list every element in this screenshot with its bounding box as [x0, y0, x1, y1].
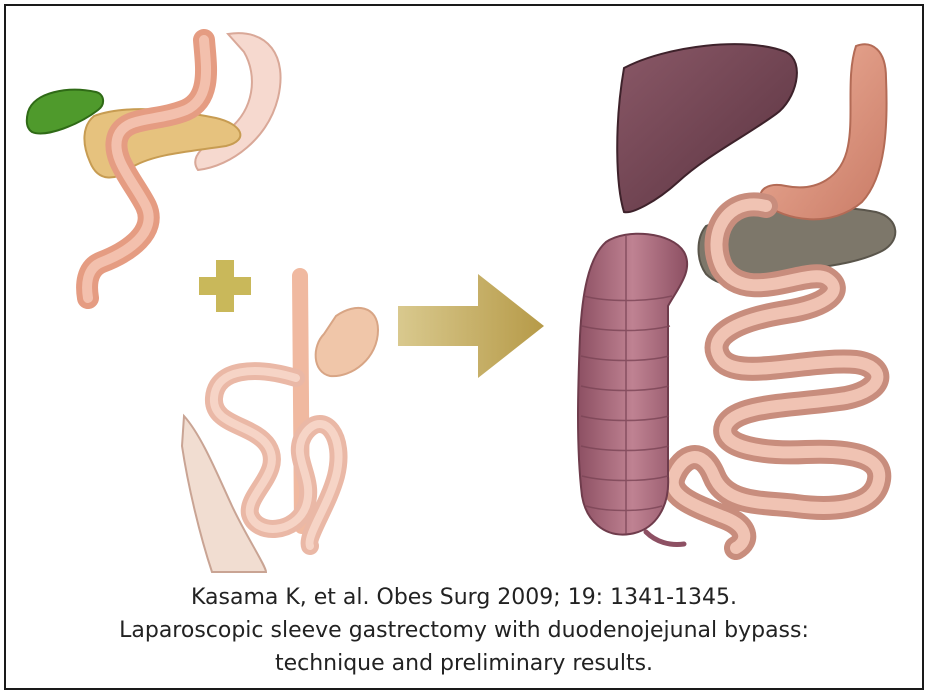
right-arrow-icon	[398, 274, 544, 378]
plus-icon	[199, 260, 251, 312]
title-line-2: technique and preliminary results.	[6, 647, 922, 680]
title-line-1: Laparoscopic sleeve gastrectomy with duo…	[6, 614, 922, 647]
appendix-shape	[646, 532, 684, 545]
preoperative-anatomy	[27, 33, 281, 298]
citation-line: Kasama K, et al. Obes Surg 2009; 19: 134…	[6, 581, 922, 614]
postoperative-anatomy	[578, 44, 895, 548]
figure-caption: Kasama K, et al. Obes Surg 2009; 19: 134…	[6, 581, 922, 680]
figure-frame: Kasama K, et al. Obes Surg 2009; 19: 134…	[4, 4, 924, 690]
surgical-illustration	[6, 6, 922, 576]
stomach-remnant-shape	[316, 308, 378, 376]
resected-bowel-segment	[182, 276, 378, 572]
